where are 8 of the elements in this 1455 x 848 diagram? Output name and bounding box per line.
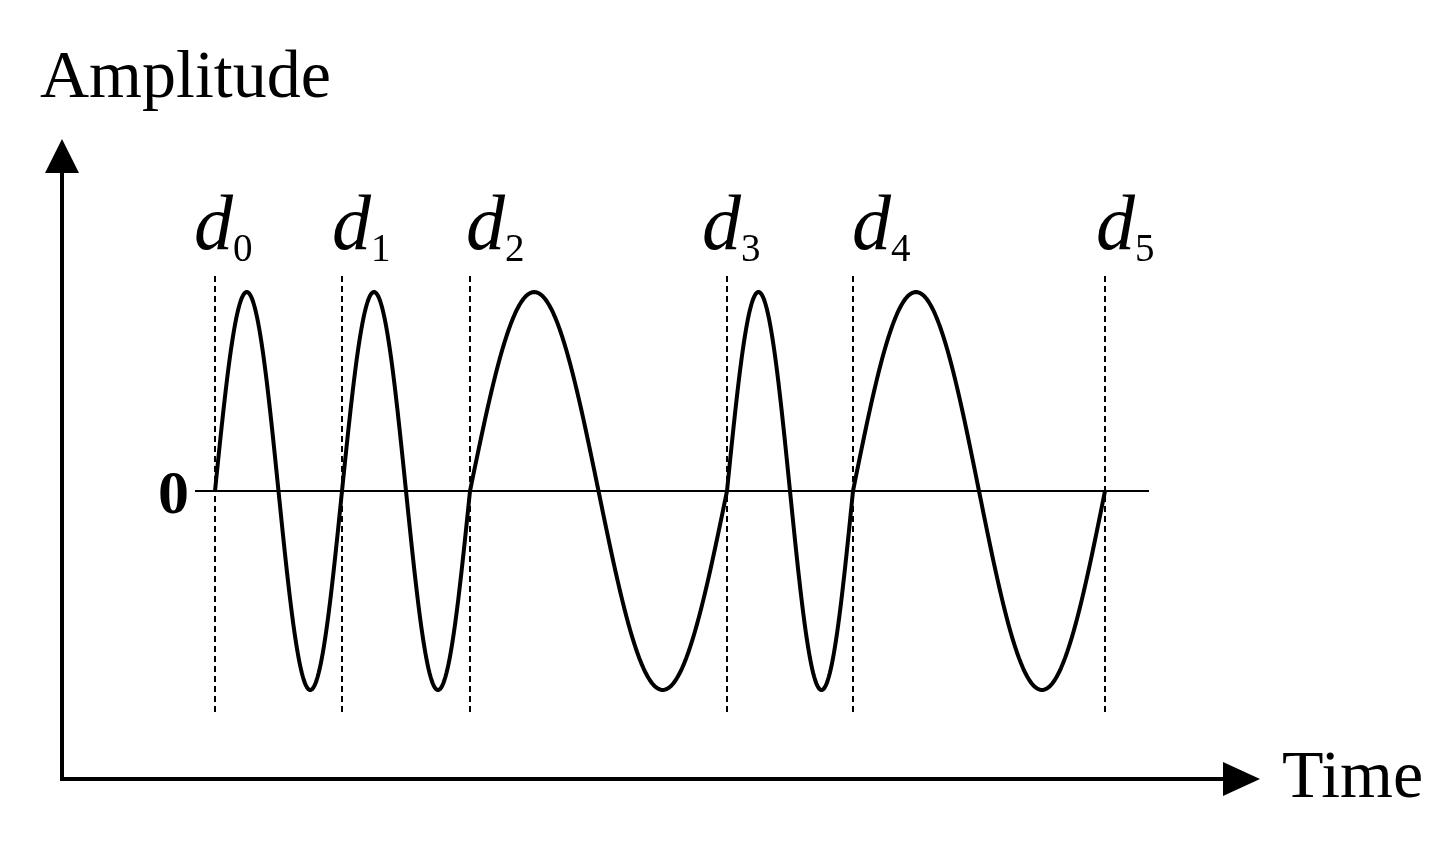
boundary-label: d$_{0}$	[194, 184, 253, 268]
boundary-label: d$_{1}$	[332, 184, 391, 268]
boundary-label: d$_{5}$	[1096, 184, 1155, 268]
axis-title: Time	[1282, 740, 1424, 808]
boundary-label: d$_{4}$	[852, 184, 911, 268]
boundary-label: d$_{2}$	[466, 184, 525, 268]
boundary-label: d$_{3}$	[702, 184, 761, 268]
tick-label: 0	[158, 461, 189, 523]
